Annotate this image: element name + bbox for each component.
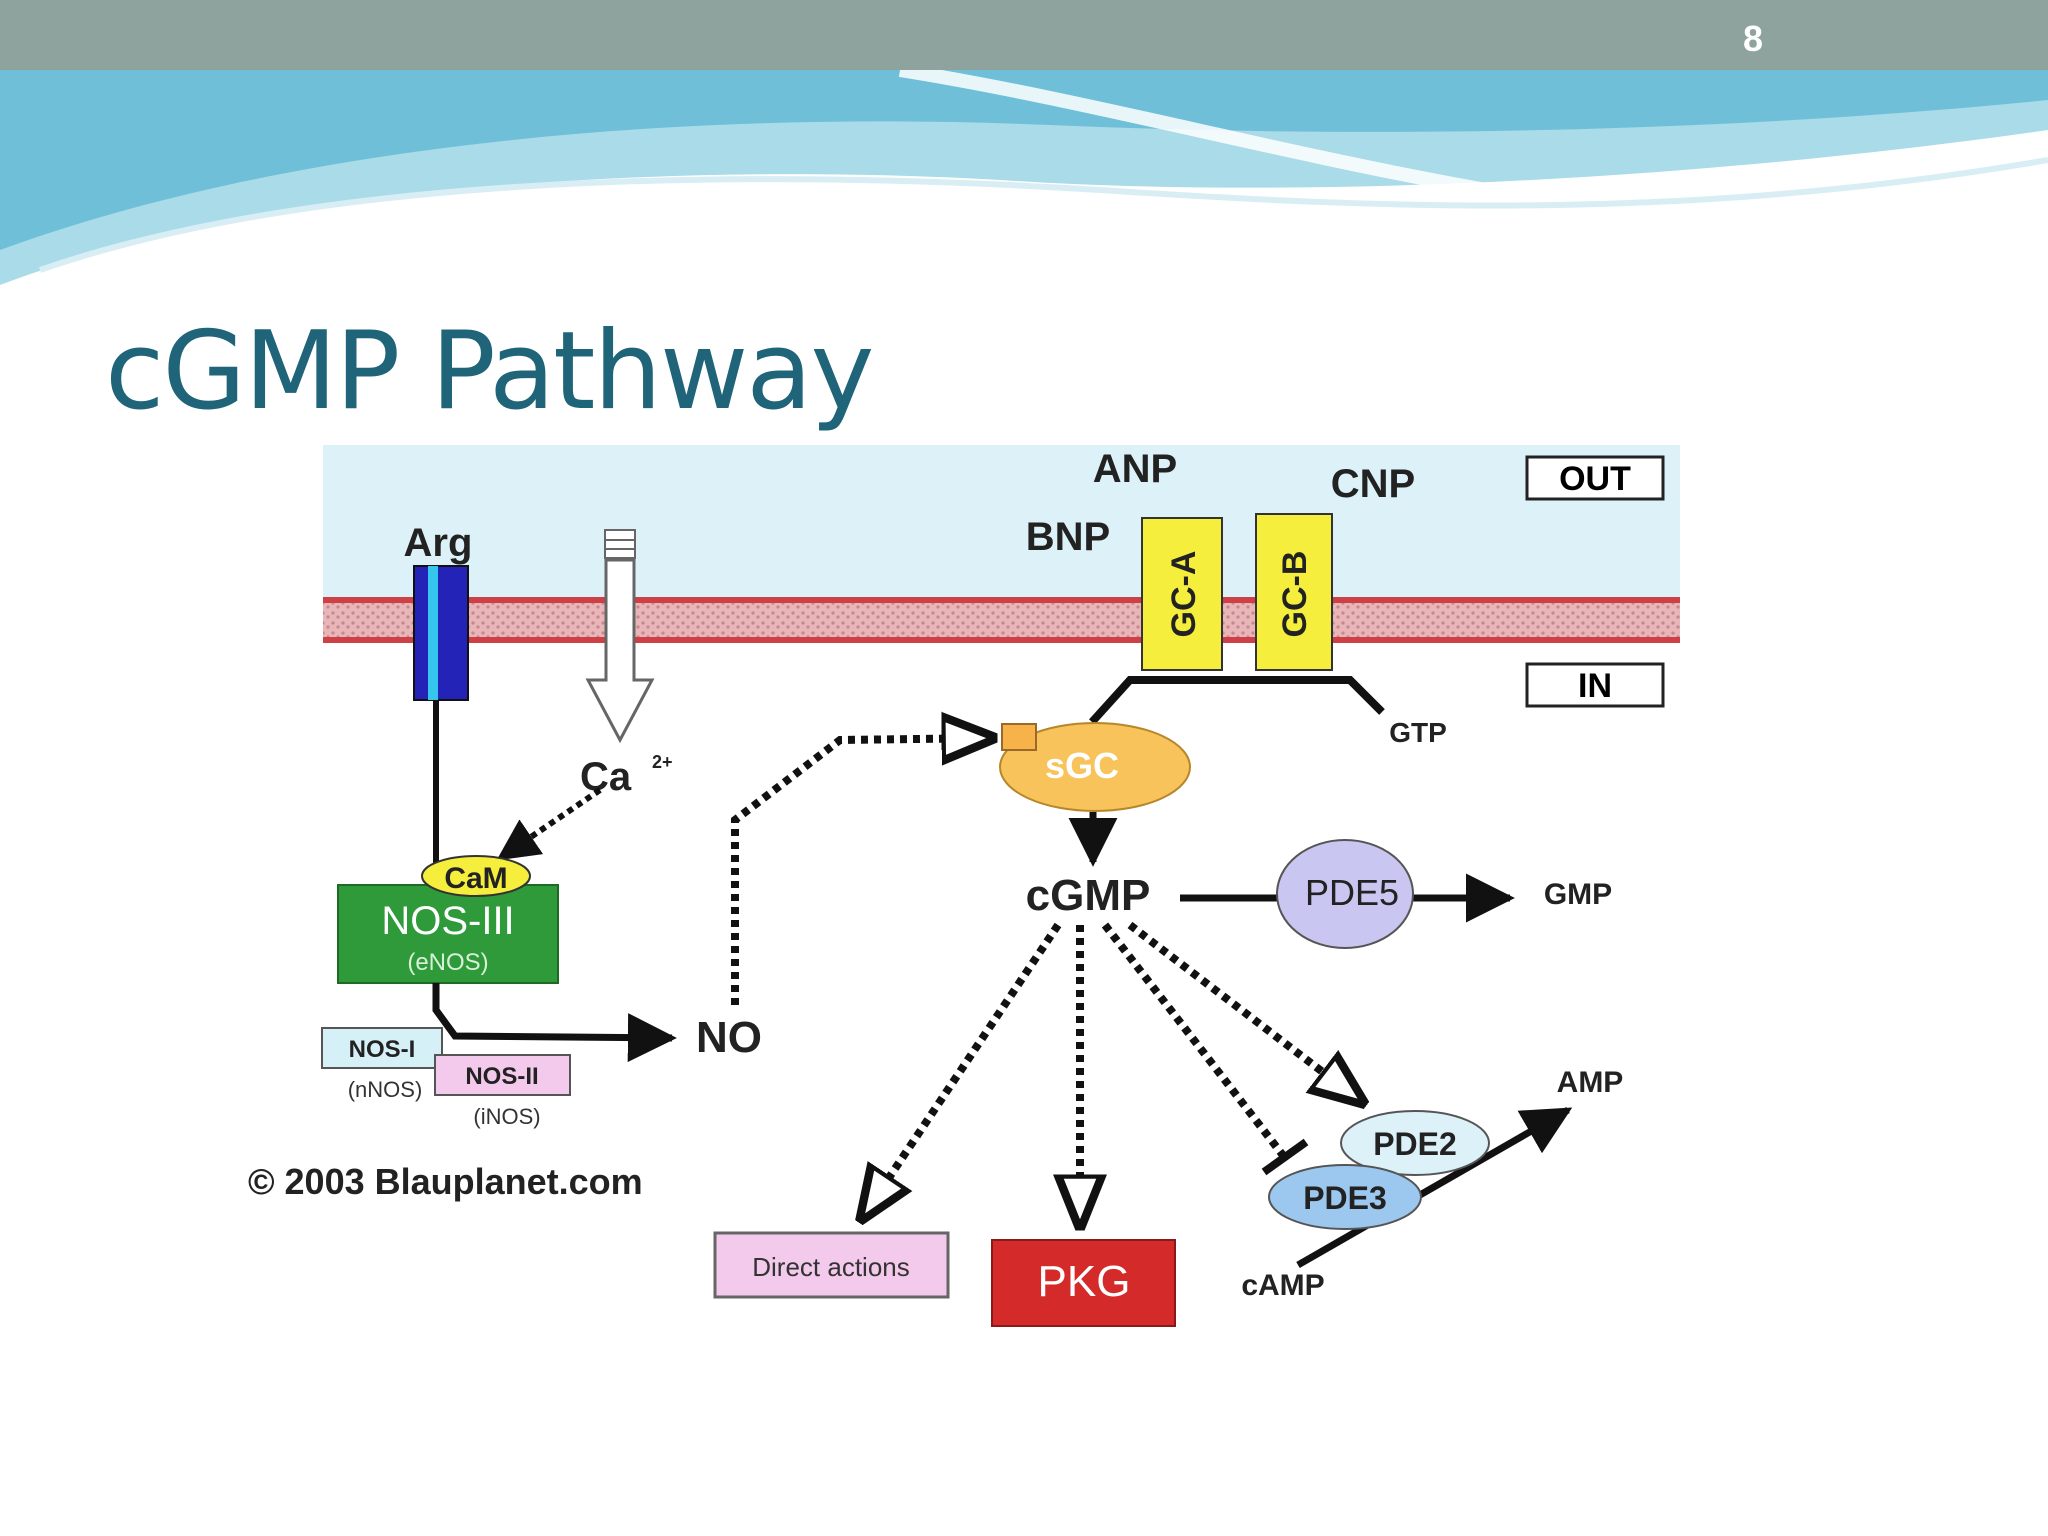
nos1-label: NOS-I <box>349 1036 416 1063</box>
calcium-superscript: 2+ <box>652 752 673 772</box>
gtp-label: GTP <box>1389 717 1447 748</box>
direct-actions-box <box>713 1231 950 1299</box>
cell-membrane <box>323 597 1680 643</box>
nos2-box <box>434 1054 571 1096</box>
enos-label: (eNOS) <box>407 949 488 976</box>
top-bar: 8 <box>0 0 2048 70</box>
calcium-label: Ca <box>580 755 632 799</box>
inos-label: (iNOS) <box>473 1104 540 1129</box>
nos3-box <box>337 884 559 984</box>
gtp-line <box>1089 676 1385 725</box>
calcium-to-cam-arrow <box>496 787 602 861</box>
no-to-sgc-arrow <box>731 738 992 1005</box>
copyright-text: © 2003 Blauplanet.com <box>248 1161 643 1202</box>
out-label: OUT <box>1559 460 1631 498</box>
arg-transporter <box>413 565 469 701</box>
sgc-ellipse <box>999 722 1191 812</box>
nos-to-no-arrow <box>432 983 677 1063</box>
direct-actions-label: Direct actions <box>752 1252 910 1282</box>
bnp-label: BNP <box>1026 515 1110 559</box>
cam-ellipse <box>421 855 531 897</box>
slide-number: 8 <box>1742 18 1763 59</box>
nos2-label: NOS-II <box>465 1063 538 1090</box>
slide-title: cGMP Pathway <box>105 309 874 434</box>
camp-to-amp-arrow <box>1296 1106 1573 1269</box>
cgmp-to-pde2-arrow <box>1127 921 1362 1102</box>
sgc-label: sGC <box>1045 745 1119 786</box>
no-label: NO <box>696 1013 762 1062</box>
nnos-label: (nNOS) <box>348 1077 423 1102</box>
cgmp-to-direct-arrow <box>862 922 1062 1218</box>
camp-label: cAMP <box>1241 1269 1324 1302</box>
extracellular-space <box>323 445 1680 597</box>
pkg-label: PKG <box>1038 1257 1131 1306</box>
sgc-heme-box <box>1001 723 1037 751</box>
pde5-ellipse <box>1276 839 1414 949</box>
arg-label: Arg <box>404 521 473 565</box>
gcb-label: GC-B <box>1276 551 1314 638</box>
gmp-label: GMP <box>1544 878 1612 911</box>
in-label-box: IN <box>1525 662 1665 708</box>
pde3-ellipse <box>1268 1164 1422 1230</box>
nos1-box <box>321 1027 443 1069</box>
gca-receptor <box>1141 517 1223 671</box>
out-label-box: OUT <box>1525 455 1665 501</box>
cgmp-to-pde3-inhibit <box>1101 922 1289 1161</box>
cam-label: CaM <box>444 862 507 895</box>
pde2-ellipse <box>1340 1110 1490 1176</box>
anp-label: ANP <box>1093 447 1177 491</box>
cgmp-label: cGMP <box>1026 871 1151 920</box>
nos3-label: NOS-III <box>381 899 514 943</box>
gcb-receptor <box>1255 513 1333 671</box>
cnp-label: CNP <box>1331 462 1415 506</box>
in-label: IN <box>1578 667 1612 705</box>
pkg-box <box>991 1239 1176 1327</box>
decorative-waves <box>0 70 2048 285</box>
pde2-label: PDE2 <box>1373 1126 1457 1162</box>
pde3-label: PDE3 <box>1303 1180 1387 1216</box>
pde3-inhibit-bar <box>1261 1138 1309 1176</box>
calcium-channel-arrow <box>585 529 655 744</box>
pde5-label: PDE5 <box>1305 872 1399 913</box>
gca-label: GC-A <box>1165 551 1203 638</box>
amp-label: AMP <box>1557 1066 1624 1099</box>
